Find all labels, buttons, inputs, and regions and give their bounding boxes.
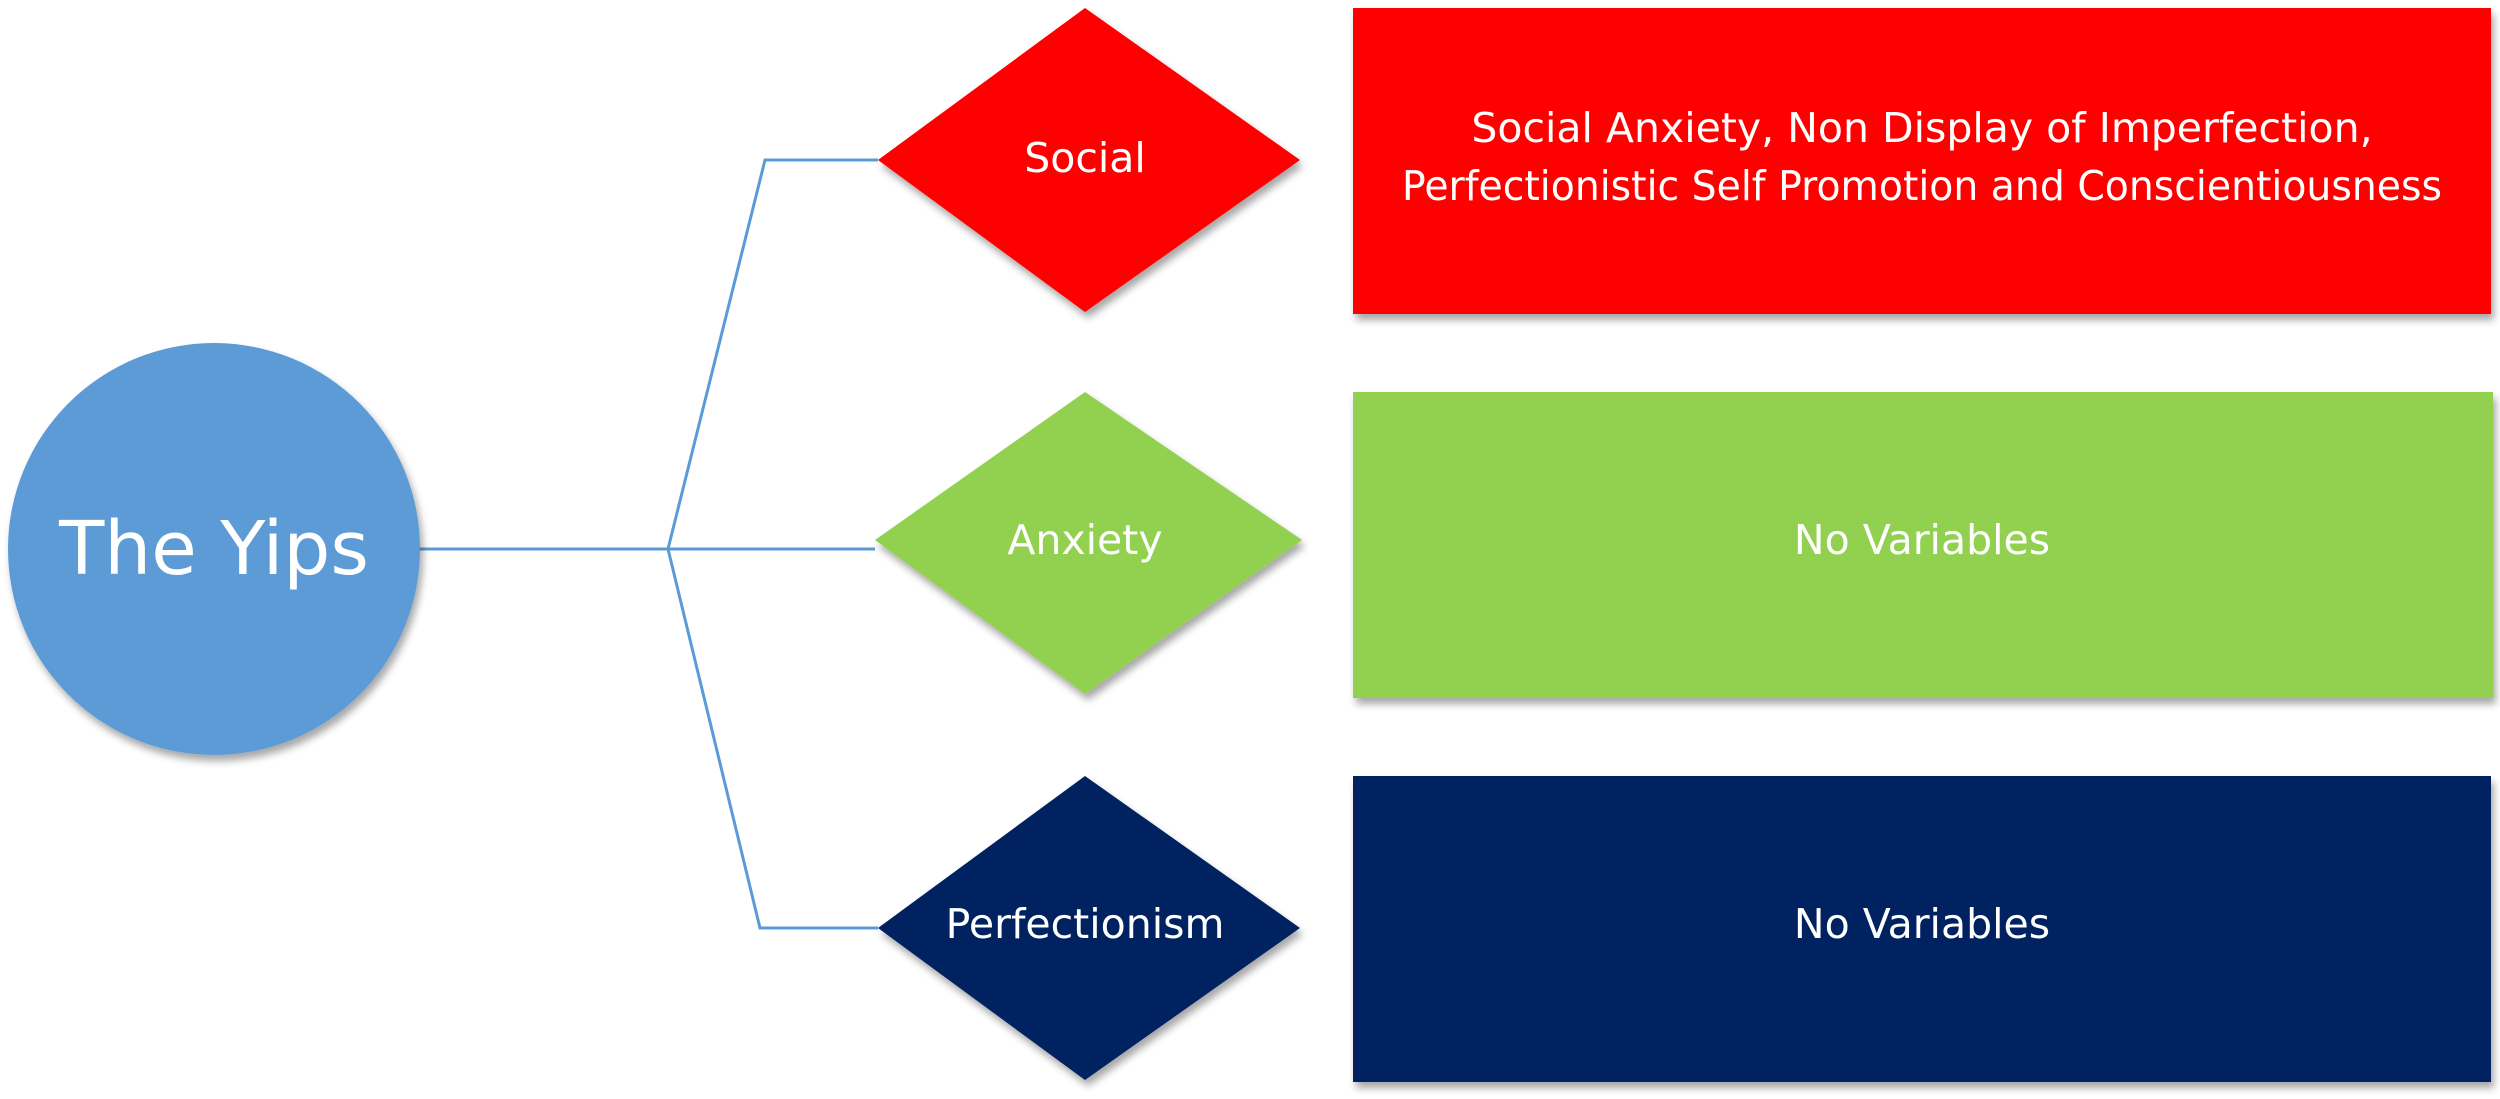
root-label: The Yips — [58, 506, 369, 592]
root-circle — [8, 343, 420, 755]
perfectionism-detail-line-1: No Variables — [1794, 900, 2050, 948]
anxiety-detail-line-1: No Variables — [1794, 516, 2050, 564]
branch-anxiety: Anxiety No Variables — [875, 392, 2493, 698]
root-node: The Yips — [8, 343, 420, 755]
social-diamond — [878, 8, 1300, 312]
branch-social: Social Social Anxiety, Non Display of Im… — [878, 8, 2491, 314]
anxiety-diamond — [875, 392, 1302, 694]
social-label: Social — [1024, 134, 1146, 182]
perfectionism-connector — [666, 548, 878, 930]
branch-perfectionism: Perfectionism No Variables — [878, 776, 2491, 1082]
perfectionism-diamond — [878, 776, 1300, 1080]
anxiety-label: Anxiety — [1007, 516, 1162, 564]
connectors — [420, 158, 878, 930]
social-detail-box — [1353, 8, 2491, 314]
perfectionism-detail-box — [1353, 776, 2491, 1082]
perfectionism-label: Perfectionism — [946, 900, 1225, 948]
social-detail-line-2: Perfectionistic Self Promotion and Consc… — [1402, 162, 2442, 210]
anxiety-detail-box — [1353, 392, 2493, 698]
social-connector — [666, 158, 878, 550]
social-detail-line-1: Social Anxiety, Non Display of Imperfect… — [1471, 104, 2372, 152]
